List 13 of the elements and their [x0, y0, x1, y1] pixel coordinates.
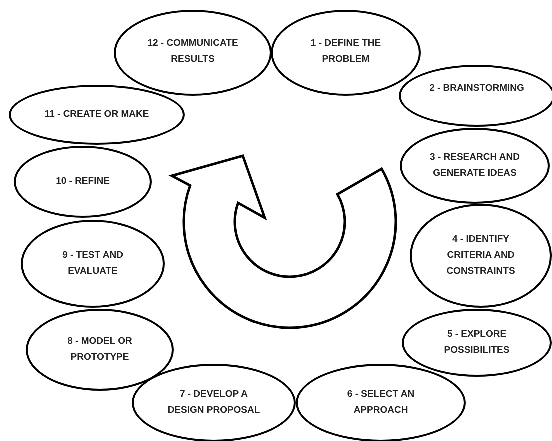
- step-label: 6 - SELECT AN APPROACH: [346, 388, 416, 418]
- step-label: 12 - COMMUNICATE RESULTS: [146, 37, 240, 67]
- step-label: 11 - CREATE OR MAKE: [44, 108, 150, 122]
- step-label: 9 - TEST AND EVALUATE: [62, 249, 124, 279]
- step-label: 3 - RESEARCH AND GENERATE IDEAS: [429, 151, 521, 181]
- step-label: 1 - DEFINE THE PROBLEM: [310, 37, 382, 67]
- step-label: 8 - MODEL OR PROTOTYPE: [66, 335, 134, 365]
- step-label: 4 - IDENTIFY CRITERIA AND CONSTRAINTS: [446, 233, 516, 279]
- step-label: 5 - EXPLORE POSSIBILITES: [443, 328, 511, 358]
- step-label: 2 - BRAINSTORMING: [430, 82, 524, 96]
- step-label: 7 - DEVELOP A DESIGN PROPOSAL: [166, 388, 262, 418]
- step-label: 10 - REFINE: [56, 175, 110, 189]
- cycle-symbol: [170, 154, 398, 330]
